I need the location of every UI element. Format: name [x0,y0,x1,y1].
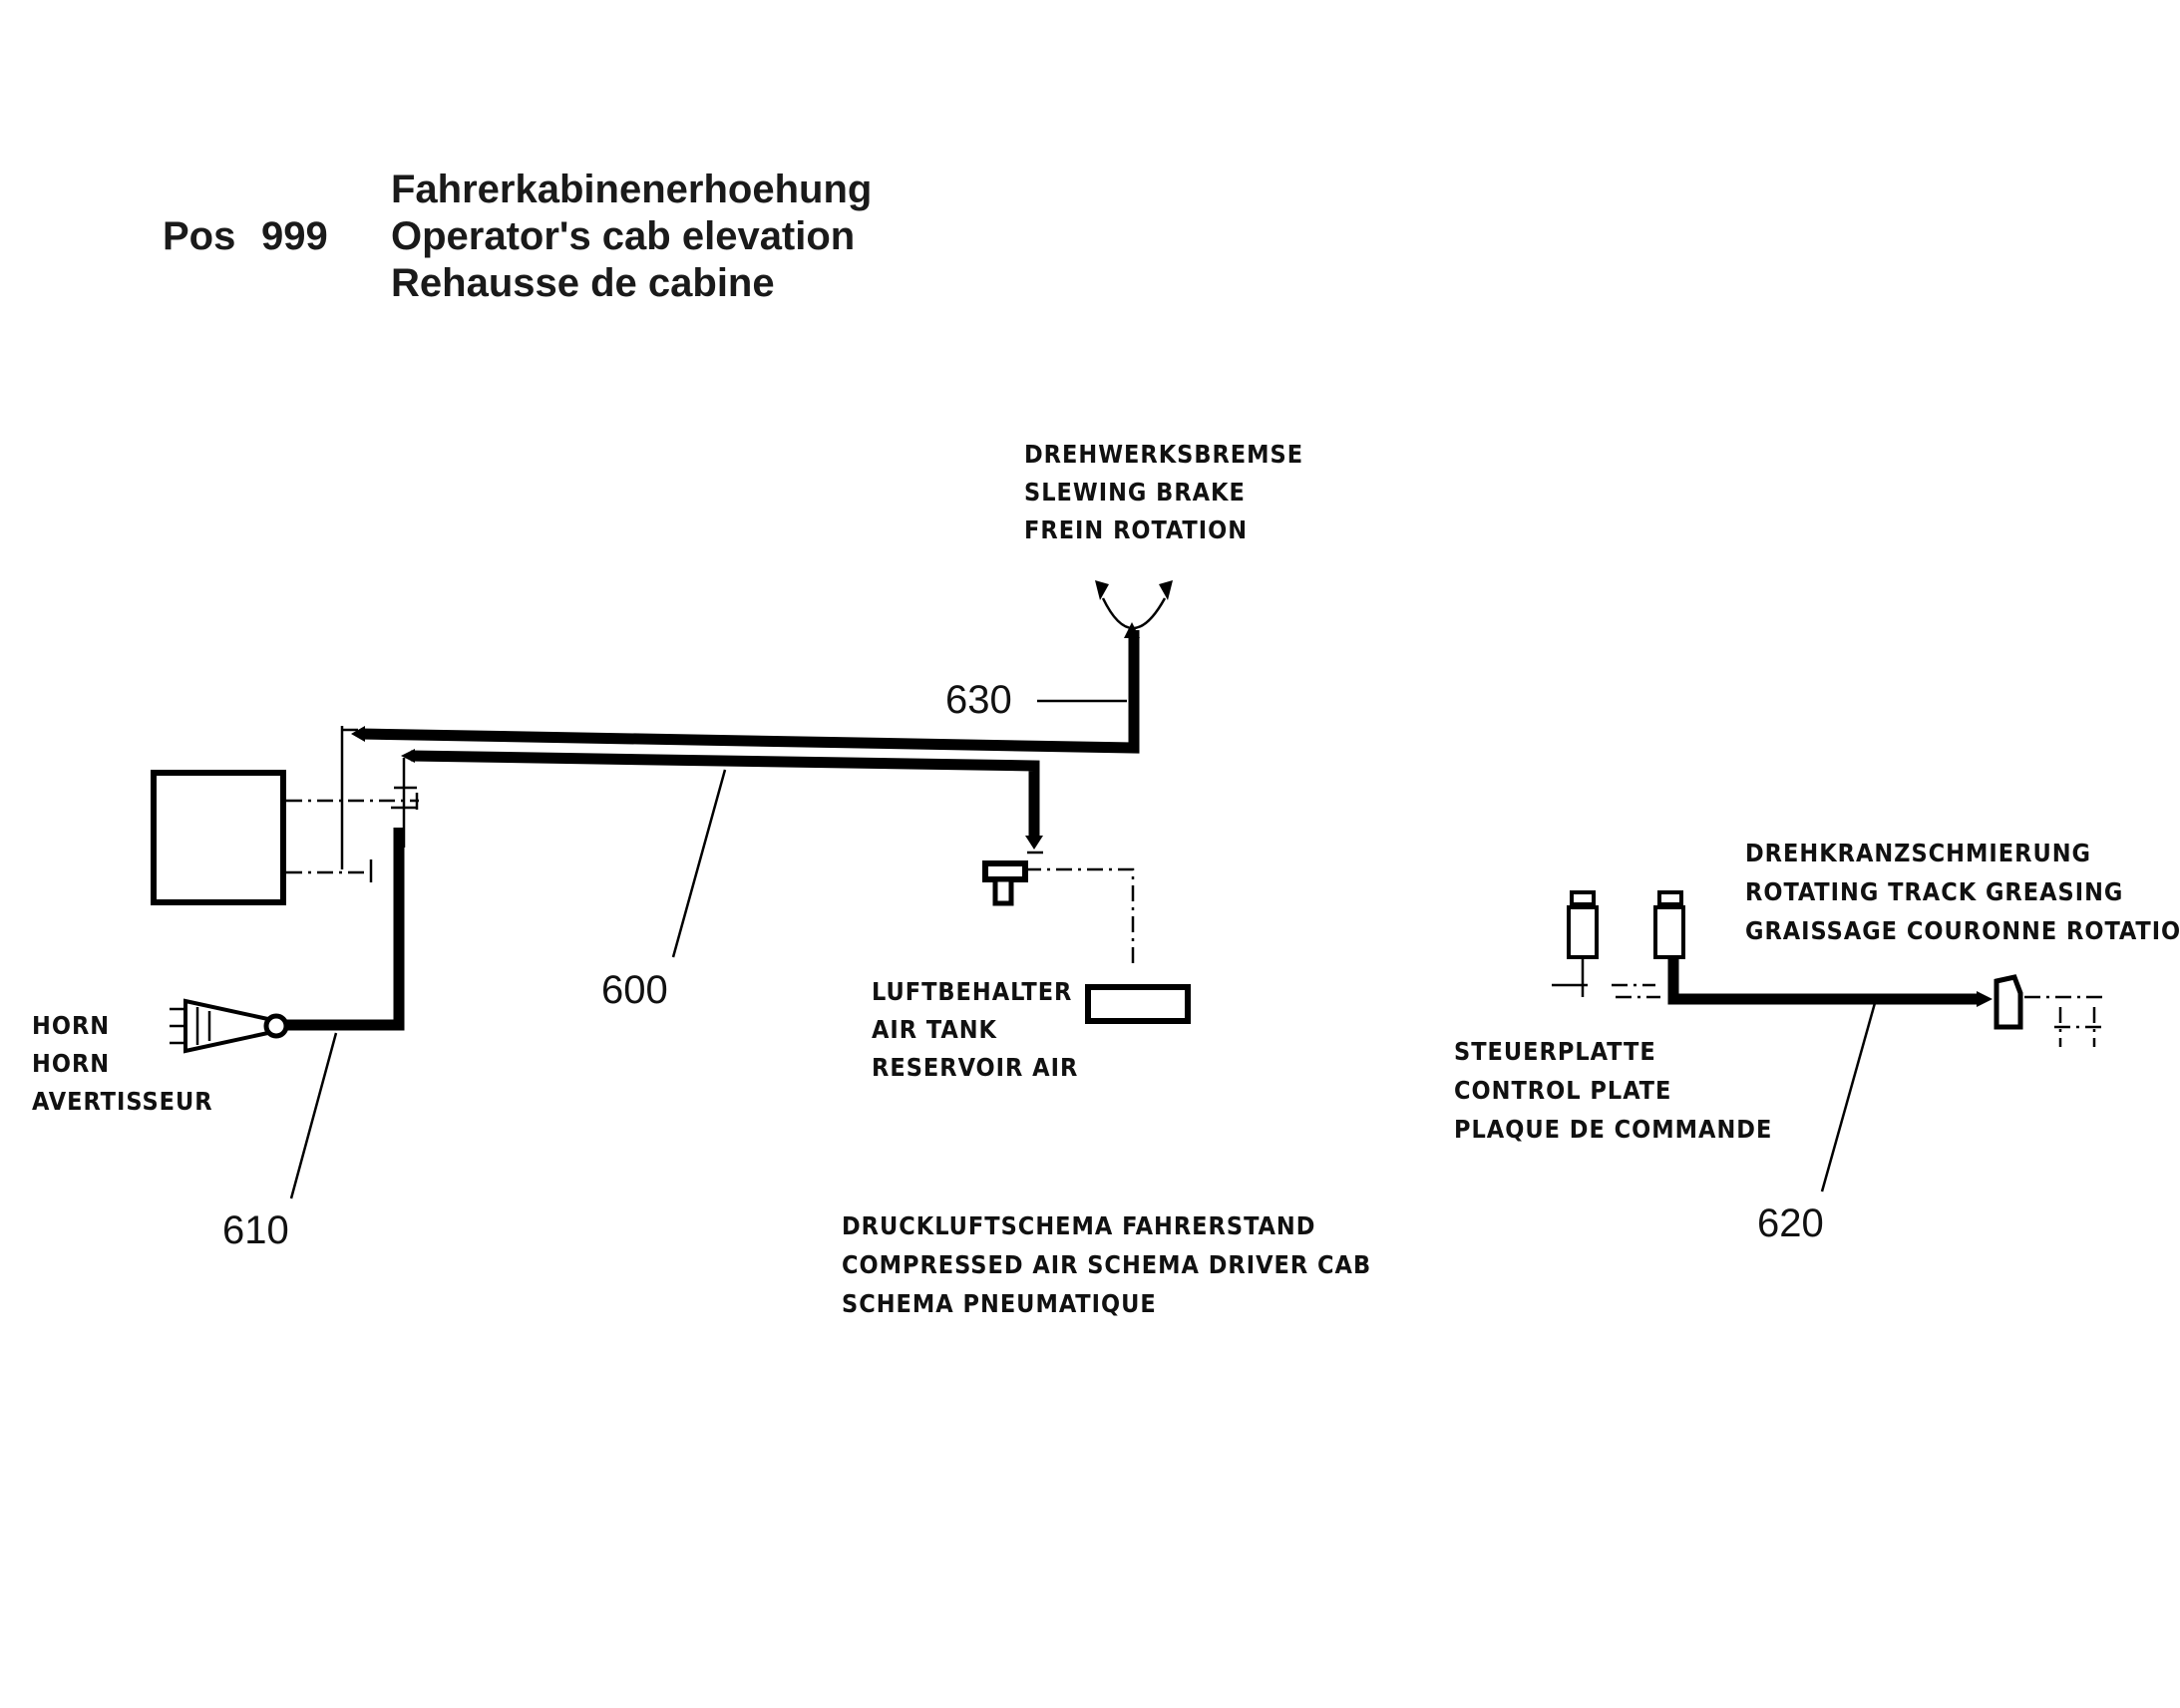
control-plate-valves [1552,890,1685,1002]
svg-text:LUFTBEHALTER: LUFTBEHALTER [872,977,1072,1006]
svg-text:FREIN ROTATION: FREIN ROTATION [1024,515,1248,544]
title-french: Rehausse de cabine [391,261,775,305]
pipe-620 [1667,957,1979,1005]
pipe-number-600: 600 [601,968,668,1012]
svg-text:HORN: HORN [32,1049,110,1078]
svg-text:DREHWERKSBREMSE: DREHWERKSBREMSE [1024,440,1303,469]
title-english: Operator's cab elevation [391,214,855,258]
air-tank-symbol [1085,984,1191,1024]
pipe-number-630: 630 [945,678,1012,722]
pipe-610 [283,828,405,1031]
svg-text:AVERTISSEUR: AVERTISSEUR [32,1087,213,1116]
pipe-number-610: 610 [222,1208,289,1252]
svg-text:HORN: HORN [32,1011,110,1040]
leader-lines [289,699,1877,1199]
pipe-630 [360,630,1140,754]
svg-text:DREHKRANZSCHMIERUNG: DREHKRANZSCHMIERUNG [1745,839,2091,867]
horn-symbol [170,998,289,1054]
svg-text:STEUERPLATTE: STEUERPLATTE [1454,1037,1656,1066]
pipe-600 [410,750,1040,838]
svg-text:GRAISSAGE COURONNE ROTATION: GRAISSAGE COURONNE ROTATION [1745,916,2180,945]
air-tank-valve [982,851,1135,967]
pos-number: 999 [261,214,328,258]
header: Pos 999 Fahrerkabinenerhoehung Operator'… [163,168,872,305]
pos-label: Pos [163,214,235,258]
svg-text:SCHEMA PNEUMATIQUE: SCHEMA PNEUMATIQUE [842,1289,1157,1318]
title-german: Fahrerkabinenerhoehung [391,168,872,211]
control-plate-label: STEUERPLATTE CONTROL PLATE PLAQUE DE COM… [1454,1037,1772,1144]
svg-text:PLAQUE DE COMMANDE: PLAQUE DE COMMANDE [1454,1115,1772,1144]
slewing-brake-label: DREHWERKSBREMSE SLEWING BRAKE FREIN ROTA… [1024,440,1303,544]
svg-text:SLEWING BRAKE: SLEWING BRAKE [1024,478,1246,507]
track-greasing-label: DREHKRANZSCHMIERUNG ROTATING TRACK GREAS… [1745,839,2180,945]
cab-control-box [151,770,286,905]
air-tank-label: LUFTBEHALTER AIR TANK RESERVOIR AIR [872,977,1078,1082]
svg-text:RESERVOIR AIR: RESERVOIR AIR [872,1053,1078,1082]
schema-caption: DRUCKLUFTSCHEMA FAHRERSTAND COMPRESSED A… [842,1211,1371,1318]
svg-text:DRUCKLUFTSCHEMA FAHRERSTAND: DRUCKLUFTSCHEMA FAHRERSTAND [842,1211,1315,1240]
slewing-brake-symbol [1095,580,1173,638]
svg-text:COMPRESSED AIR SCHEMA DRIVER C: COMPRESSED AIR SCHEMA DRIVER CAB [842,1250,1371,1279]
greasing-unit-symbol [1994,974,2104,1047]
horn-label: HORN HORN AVERTISSEUR [32,1011,213,1116]
svg-text:ROTATING TRACK GREASING: ROTATING TRACK GREASING [1745,877,2123,906]
svg-text:CONTROL PLATE: CONTROL PLATE [1454,1076,1671,1105]
svg-text:AIR TANK: AIR TANK [872,1015,998,1044]
pipe-number-620: 620 [1757,1201,1824,1245]
